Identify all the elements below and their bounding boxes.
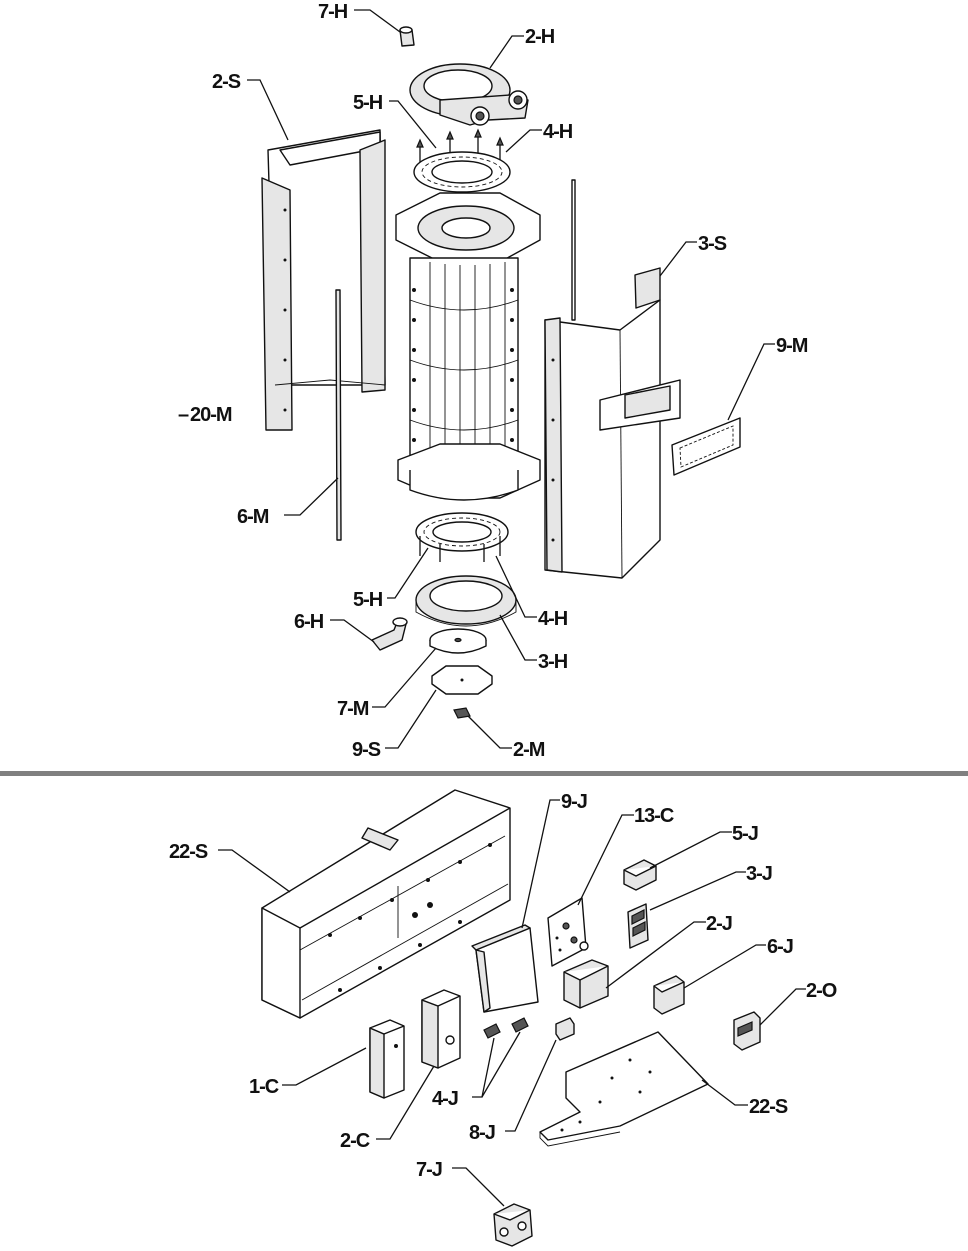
part-2-o-component bbox=[733, 1011, 761, 1051]
part-4-j-connectors bbox=[483, 1017, 529, 1039]
label-9-j: 9-J bbox=[561, 791, 587, 813]
part-4-h-bottom-bolts bbox=[419, 536, 501, 562]
label-2-j: 2-J bbox=[706, 913, 732, 935]
label-9-s: 9-S bbox=[352, 739, 381, 761]
label-4-j: 4-J bbox=[432, 1088, 458, 1110]
lower-leader-lines bbox=[218, 799, 806, 1207]
section-divider bbox=[0, 771, 968, 776]
label-20-m: – bbox=[178, 404, 189, 426]
label-1-c: 1-C bbox=[249, 1076, 279, 1098]
part-2-c-housing bbox=[421, 989, 461, 1069]
part-9-s-octagon-plate bbox=[431, 665, 493, 695]
label-9-m: 9-M bbox=[776, 335, 808, 357]
label-7-j: 7-J bbox=[416, 1159, 442, 1181]
label-5-h-bottom: 5-H bbox=[353, 589, 383, 611]
part-6-h-elbow bbox=[371, 617, 408, 651]
part-6-m-rod bbox=[335, 289, 342, 541]
part-1-c-housing bbox=[369, 1019, 405, 1099]
upper-leader-lines bbox=[247, 9, 775, 749]
label-4-h-bottom: 4-H bbox=[538, 608, 568, 630]
part-9-m-gasket bbox=[671, 417, 741, 476]
lower-assembly: 22-S 9-J 13-C 5-J 3-J 2-J 6-J 2-O 1-C 2-… bbox=[169, 789, 838, 1247]
part-5-h-top-gasket bbox=[413, 151, 511, 193]
part-2-h-top-manifold bbox=[409, 63, 529, 126]
label-2-s: 2-S bbox=[212, 71, 241, 93]
upper-assembly: 7-H 2-H 2-S 5-H 4-H 3-S 9-M – 20-M 6-M 5… bbox=[178, 1, 809, 761]
label-20-m-text: 20-M bbox=[190, 404, 232, 426]
label-8-j: 8-J bbox=[469, 1122, 495, 1144]
part-7-m-disk bbox=[429, 628, 487, 654]
label-5-j: 5-J bbox=[732, 823, 758, 845]
label-6-j: 6-J bbox=[767, 936, 793, 958]
part-2-m-clip bbox=[453, 707, 471, 719]
part-8-j-small-part bbox=[555, 1017, 575, 1041]
label-3-s: 3-S bbox=[698, 233, 727, 255]
part-6-j-contactor bbox=[653, 975, 685, 1015]
part-5-h-bottom-gasket bbox=[415, 512, 509, 552]
label-2-o: 2-O bbox=[806, 980, 837, 1002]
label-3-h: 3-H bbox=[538, 651, 568, 673]
part-22-s-base-plate bbox=[539, 1031, 709, 1147]
label-4-h-top: 4-H bbox=[543, 121, 573, 143]
label-7-h: 7-H bbox=[318, 1, 348, 23]
lower-labels: 22-S 9-J 13-C 5-J 3-J 2-J 6-J 2-O 1-C 2-… bbox=[169, 791, 838, 1181]
label-6-m: 6-M bbox=[237, 506, 269, 528]
part-22-s-box bbox=[261, 789, 511, 1019]
label-2-m: 2-M bbox=[513, 739, 545, 761]
label-5-h-top: 5-H bbox=[353, 92, 383, 114]
label-22-s-plate: 22-S bbox=[749, 1096, 788, 1118]
label-2-c: 2-C bbox=[340, 1130, 370, 1152]
label-2-h: 2-H bbox=[525, 26, 555, 48]
part-heat-exchanger-column bbox=[395, 192, 541, 501]
part-2-s-left-shield bbox=[261, 129, 386, 431]
part-9-j-box bbox=[471, 924, 539, 1013]
label-3-j: 3-J bbox=[746, 863, 772, 885]
part-3-j-terminal-strip bbox=[627, 903, 649, 949]
part-13-c-board bbox=[547, 897, 589, 967]
upper-labels: 7-H 2-H 2-S 5-H 4-H 3-S 9-M – 20-M 6-M 5… bbox=[178, 1, 809, 761]
part-2-j-transformer bbox=[563, 959, 609, 1009]
part-3-s-right-shield bbox=[544, 179, 681, 579]
label-13-c: 13-C bbox=[634, 805, 674, 827]
part-7-h-fitting bbox=[399, 26, 415, 47]
part-5-j-relay bbox=[623, 859, 657, 891]
part-7-j-component bbox=[493, 1203, 533, 1247]
label-6-h: 6-H bbox=[294, 611, 324, 633]
label-7-m: 7-M bbox=[337, 698, 369, 720]
label-22-s-box: 22-S bbox=[169, 841, 208, 863]
part-3-h-bottom-ring bbox=[415, 575, 517, 627]
